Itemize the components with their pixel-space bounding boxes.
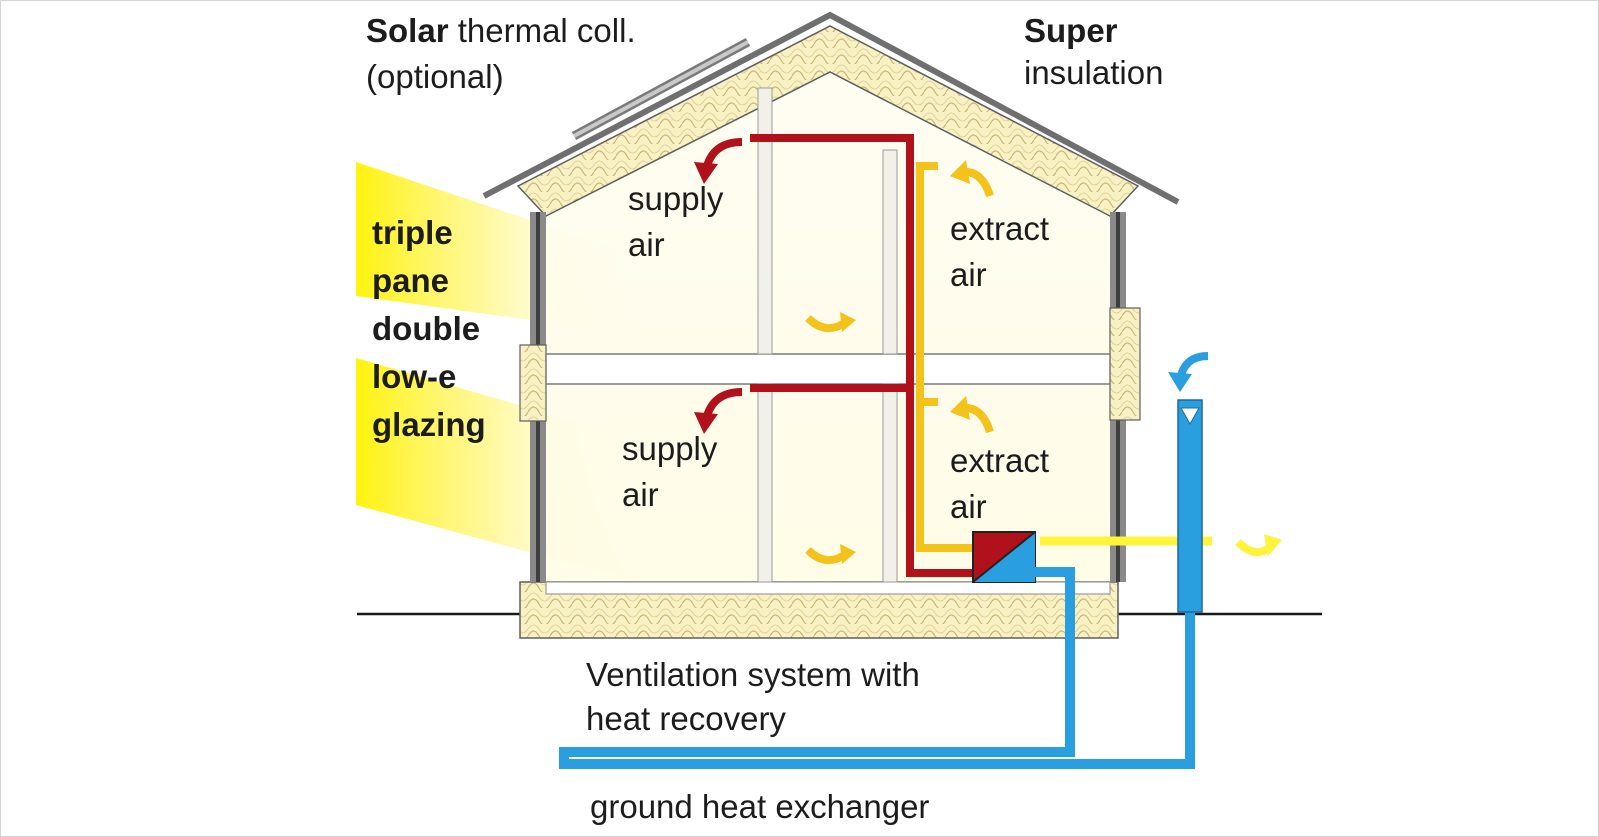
glazing-label-line-5: glazing [372,406,486,443]
ground-heat-exchanger-pipe [559,418,1195,769]
glazing-label-line-4: low-e [372,358,456,395]
roof-line [482,11,1180,205]
solar-collector-label: Solar thermal coll. [366,12,636,49]
exhaust-arrow-icon [1235,534,1282,556]
solar-optional-label: (optional) [366,58,504,95]
ground-heat-exchanger-label: ground heat exchanger [590,788,929,825]
super-label: Super [1024,12,1118,49]
glazing-label-line-1: triple [372,214,453,251]
upper-extract-air-label-1: extract [950,210,1049,247]
ventilation-label-line-2: heat recovery [586,700,786,737]
ventilation-label-line-1: Ventilation system with [586,656,920,693]
partition-left-upper [757,87,773,355]
partition-left-lower [757,383,773,583]
air-intake-column [1177,399,1203,613]
airflow-arrow-icon-upper [805,312,856,332]
lower-extract-air-label-2: air [950,488,987,525]
lower-supply-air-label-1: supply [622,430,718,467]
intake-filter-icon [1180,407,1200,426]
partition-right-upper [882,149,898,355]
upper-supply-air-label-2: air [628,226,665,263]
right-floor-insulation [1109,307,1141,421]
extract-arrow-icon-upper [950,160,994,198]
extract-duct [916,162,975,552]
lower-extract-air-label-1: extract [950,442,1049,479]
heat-recovery-unit [972,531,1036,583]
insulation-label: insulation [1024,54,1163,91]
lower-supply-air-label-2: air [622,476,659,513]
airflow-arrow-icon-lower [805,544,856,564]
supply-duct [750,134,975,577]
supply-arrow-icon-upper [694,138,743,184]
intermediate-floor [545,353,1111,385]
intake-arrow-icon [1168,352,1209,392]
upper-extract-air-label-2: air [950,256,987,293]
supply-arrow-icon-lower [694,388,743,434]
upper-supply-air-label-1: supply [628,180,724,217]
partition-right-lower [882,383,898,583]
house-interior [546,62,1110,582]
extract-arrow-icon-lower [950,396,994,434]
glazing-label-line-3: double [372,310,480,347]
left-floor-insulation [519,344,547,422]
glazing-label-line-2: pane [372,262,449,299]
